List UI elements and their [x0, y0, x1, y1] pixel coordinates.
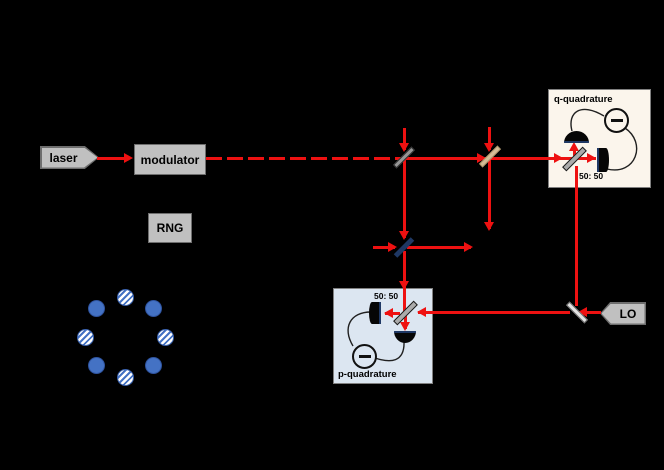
modulator-label: modulator: [140, 152, 200, 167]
lo-label: LO: [619, 306, 637, 321]
beam-lo-to-p-detector: [418, 310, 570, 314]
photodiode-icon: [394, 331, 416, 343]
beam-main-horizontal: [398, 156, 596, 160]
constellation-point: [156, 328, 174, 346]
q-splitter-ratio-label: 50: 50: [579, 171, 604, 181]
minus-sign: [358, 355, 371, 358]
lo-shape-fill: [601, 303, 645, 324]
subtractor-icon: [604, 108, 629, 133]
beam-qbs-to-top-photodiode: [572, 147, 576, 159]
modulator-box: modulator: [134, 144, 206, 175]
arrowhead: [399, 231, 409, 240]
arrowhead: [569, 142, 579, 151]
constellation-point: [76, 328, 94, 346]
beam-modulated-signal-dashed: [206, 157, 398, 160]
p-splitter-ratio-label: 50: 50: [374, 291, 399, 301]
subtractor-icon: [352, 344, 377, 369]
beam-input-above-bs1: [402, 128, 406, 150]
local-oscillator-source: LO: [600, 302, 646, 325]
beam-input-above-bs2: [487, 127, 491, 150]
arrowhead: [477, 153, 486, 163]
arrowhead: [554, 153, 563, 163]
beam-bs3-right-output: [407, 245, 471, 249]
rng-box: RNG: [148, 213, 192, 243]
arrowhead: [399, 281, 409, 290]
constellation-point: [88, 356, 106, 374]
arrowhead: [384, 308, 393, 318]
constellation-point: [116, 368, 134, 386]
arrowhead: [484, 222, 494, 231]
arrowhead: [400, 322, 410, 331]
beam-laser-to-modulator: [97, 156, 127, 160]
arrowhead: [417, 307, 426, 317]
arrowhead: [388, 242, 397, 252]
beam-input-left-of-bs3: [373, 245, 395, 249]
arrowhead: [484, 143, 494, 152]
photodiode-icon: [564, 131, 589, 143]
arrowhead: [124, 153, 133, 163]
arrowhead: [587, 153, 596, 163]
constellation-point: [88, 300, 106, 318]
beam-bs1-down-to-bs3: [402, 160, 406, 238]
constellation-point: [144, 300, 162, 318]
constellation-point: [144, 356, 162, 374]
arrowhead: [399, 143, 409, 152]
p-quadrature-label: p-quadrature: [338, 369, 397, 380]
minus-sign: [610, 119, 623, 122]
laser-shape-fill: [41, 147, 98, 168]
q-quadrature-label: q-quadrature: [554, 94, 613, 105]
photodiode-icon: [369, 302, 381, 324]
laser-label: laser: [49, 150, 78, 165]
rng-label: RNG: [156, 221, 184, 235]
beam-lo-up-to-q-detector: [575, 166, 578, 306]
constellation-point: [116, 288, 134, 306]
beam-lo-to-mirror: [585, 310, 601, 314]
photodiode-icon: [597, 148, 609, 172]
laser-source: laser: [40, 146, 99, 169]
arrowhead: [578, 307, 587, 317]
beam-bs2-down-output: [487, 160, 491, 229]
arrowhead: [464, 242, 473, 252]
